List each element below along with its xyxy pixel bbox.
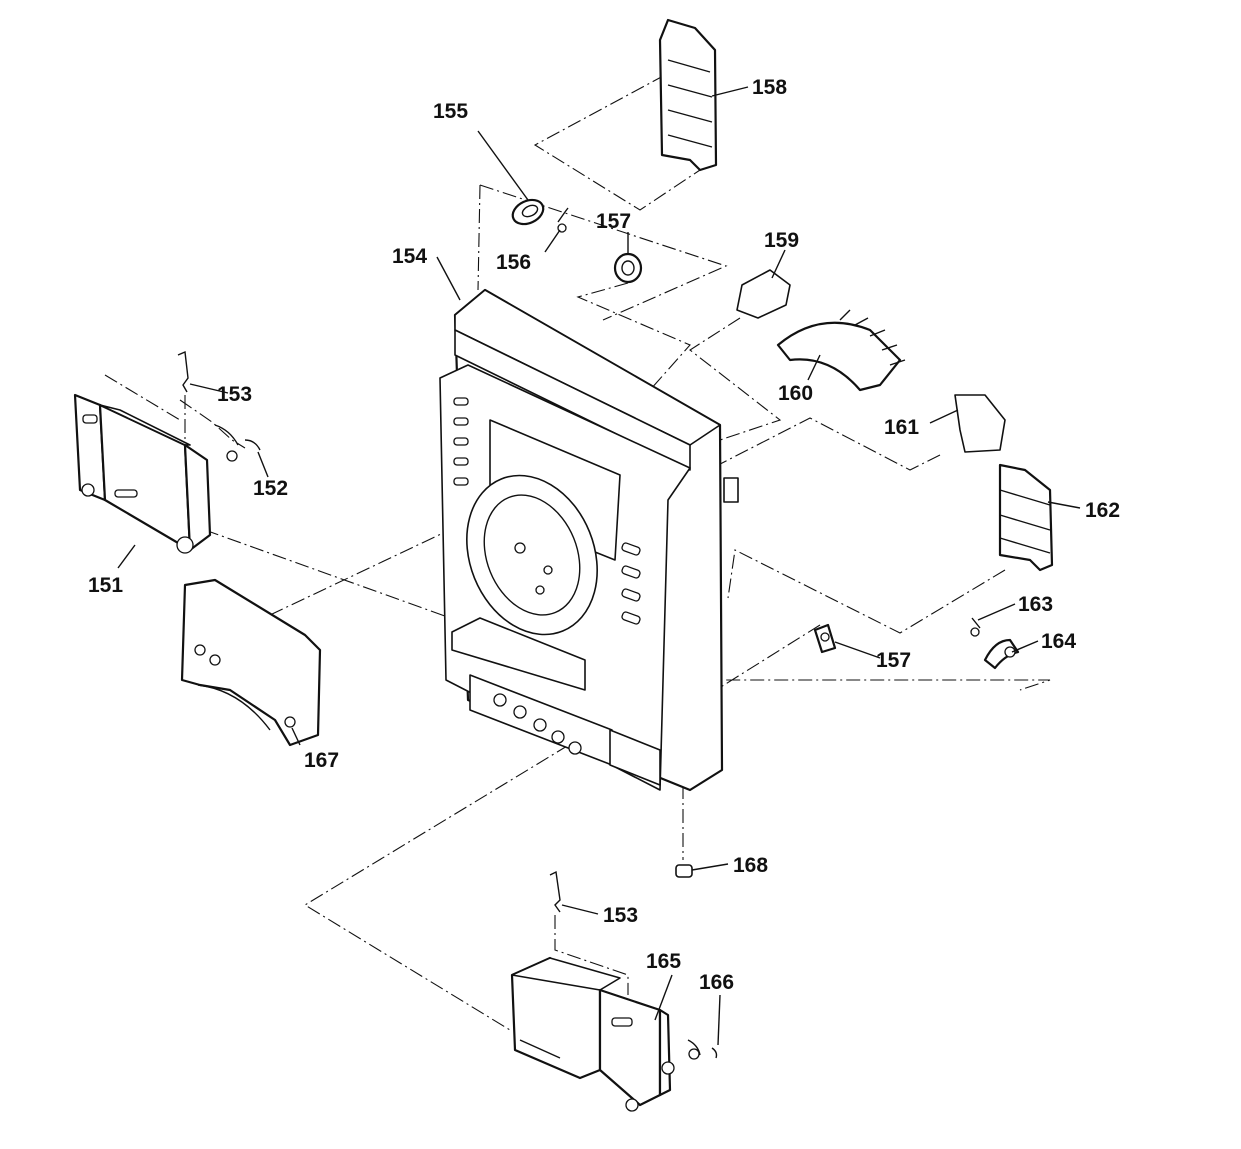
button-157-right	[813, 623, 837, 654]
lower-cover-167	[180, 578, 322, 747]
callout-160: 160	[778, 382, 813, 405]
callout-165: 165	[646, 950, 681, 973]
callout-164: 164	[1041, 630, 1076, 653]
callout-153-bottom: 153	[603, 904, 638, 927]
callout-157-right: 157	[876, 649, 911, 672]
wire-spring-153-left	[177, 350, 189, 393]
button-157-top	[613, 252, 643, 284]
callout-154: 154	[392, 245, 427, 268]
callout-158: 158	[752, 76, 787, 99]
callout-168: 168	[733, 854, 768, 877]
clip-161	[954, 394, 1006, 453]
callout-155: 155	[433, 100, 468, 123]
slotted-bracket-162	[998, 463, 1054, 572]
callout-163: 163	[1018, 593, 1053, 616]
clip-159	[736, 269, 791, 319]
callout-159: 159	[764, 229, 799, 252]
spring-166	[687, 1039, 718, 1060]
spring-152	[214, 424, 261, 462]
callout-161: 161	[884, 416, 919, 439]
foot-168	[675, 864, 693, 878]
bracket-165	[510, 956, 675, 1112]
callout-151: 151	[88, 574, 123, 597]
curved-part-160	[776, 309, 906, 392]
knob-155	[511, 198, 545, 226]
callout-167: 167	[304, 749, 339, 772]
callout-162: 162	[1085, 499, 1120, 522]
side-bracket-151	[73, 393, 212, 554]
callout-156: 156	[496, 251, 531, 274]
callout-153-left: 153	[217, 383, 252, 406]
callout-labels: 151 152 153 153 154 155 156 157 157 158 …	[88, 76, 1120, 994]
leader-lines	[117, 86, 1081, 1046]
spring-163	[970, 617, 981, 637]
front-panel-154	[439, 288, 739, 792]
wire-spring-153-bottom	[549, 870, 561, 913]
slotted-bracket-158	[658, 18, 718, 172]
callout-157-top: 157	[596, 210, 631, 233]
knob-164	[983, 638, 1020, 670]
callout-152: 152	[253, 477, 288, 500]
callout-166: 166	[699, 971, 734, 994]
